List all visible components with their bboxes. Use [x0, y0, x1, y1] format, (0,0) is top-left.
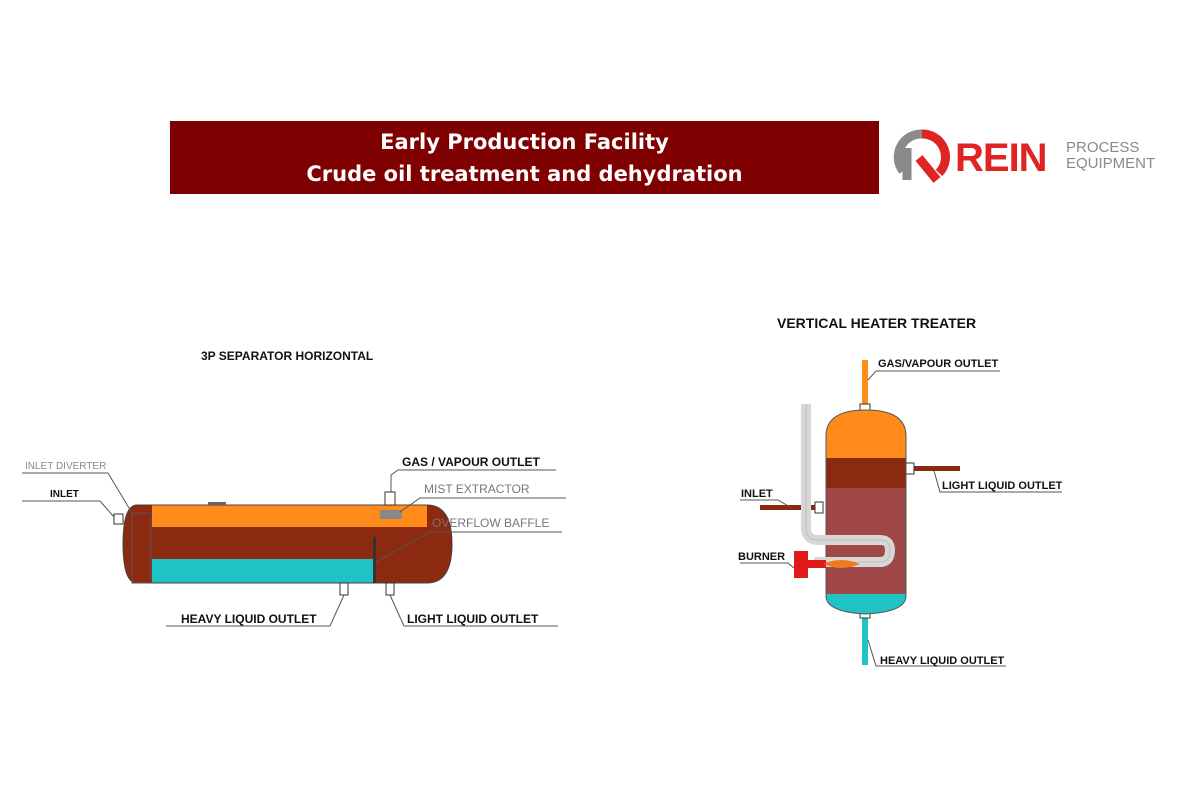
label-overflow-baffle: OVERFLOW BAFFLE [432, 516, 549, 530]
title-line-1: Early Production Facility [380, 129, 669, 154]
separator-inlet-nozzle [113, 513, 124, 525]
separator-mist-extractor [380, 510, 402, 519]
logo-brand-text: REIN [955, 136, 1048, 180]
separator-leader-lines [22, 469, 566, 627]
treater-diagram: VERTICAL HEATER TREATER [738, 315, 1063, 667]
rein-logo: REIN PROCESS EQUIPMENT [893, 128, 1173, 186]
separator-diagram: 3P SEPARATOR HORIZONTAL [22, 349, 566, 627]
title-line-2: Crude oil treatment and dehydration [306, 161, 743, 186]
treater-downcomer-outline [805, 404, 891, 563]
label-separator-gas-outlet: GAS / VAPOUR OUTLET [402, 455, 540, 469]
separator-title: 3P SEPARATOR HORIZONTAL [201, 349, 373, 363]
separator-vessel [113, 491, 453, 596]
label-treater-inlet: INLET [741, 488, 773, 500]
label-inlet-diverter: INLET DIVERTER [25, 461, 106, 472]
label-separator-heavy-outlet: HEAVY LIQUID OUTLET [181, 612, 317, 626]
separator-overflow-baffle [373, 537, 376, 583]
treater-vessel [825, 409, 907, 615]
separator-oil-bucket [375, 527, 427, 583]
label-treater-light-outlet: LIGHT LIQUID OUTLET [942, 480, 1063, 492]
treater-shell-outline [825, 409, 907, 615]
treater-light-pipe [912, 466, 960, 471]
separator-right-head [427, 505, 452, 583]
treater-gas-pipe [862, 360, 868, 408]
treater-gas-zone [826, 410, 906, 458]
separator-light-nozzle [385, 582, 395, 596]
title-banner: Early Production Facility Crude oil trea… [170, 121, 879, 194]
logo-sub-line-1: PROCESS [1066, 139, 1140, 156]
treater-burner-box [794, 551, 808, 578]
label-treater-heavy-outlet: HEAVY LIQUID OUTLET [880, 655, 1005, 667]
logo-sub-text: PROCESS EQUIPMENT [1066, 140, 1155, 172]
treater-leader-lines [740, 370, 1062, 667]
treater-burner-stub [808, 560, 826, 568]
treater-heavy-pipe [862, 615, 868, 665]
treater-oil-zone [826, 458, 906, 488]
treater-light-nozzle [905, 462, 915, 475]
label-mist-extractor: MIST EXTRACTOR [424, 482, 530, 496]
treater-inlet-pipe [760, 505, 816, 510]
separator-heavy-nozzle [339, 582, 349, 596]
label-separator-inlet: INLET [50, 489, 79, 500]
treater-flame-icon [824, 560, 860, 568]
logo-sub-line-2: EQUIPMENT [1066, 155, 1156, 172]
separator-gas-zone [152, 505, 427, 527]
separator-shell-outline [122, 504, 453, 584]
label-treater-burner: BURNER [738, 551, 785, 563]
separator-oil-zone [152, 527, 375, 559]
separator-gas-nozzle [384, 491, 396, 506]
separator-water-zone [152, 559, 375, 583]
rein-mark-icon [893, 129, 950, 183]
treater-inlet-nozzle [814, 501, 824, 514]
treater-water-zone [826, 594, 906, 614]
label-separator-light-outlet: LIGHT LIQUID OUTLET [407, 612, 539, 626]
separator-inlet-diverter [131, 512, 152, 584]
label-treater-gas-outlet: GAS/VAPOUR OUTLET [878, 358, 998, 370]
treater-title: VERTICAL HEATER TREATER [777, 315, 976, 331]
separator-top-nub [208, 502, 226, 505]
